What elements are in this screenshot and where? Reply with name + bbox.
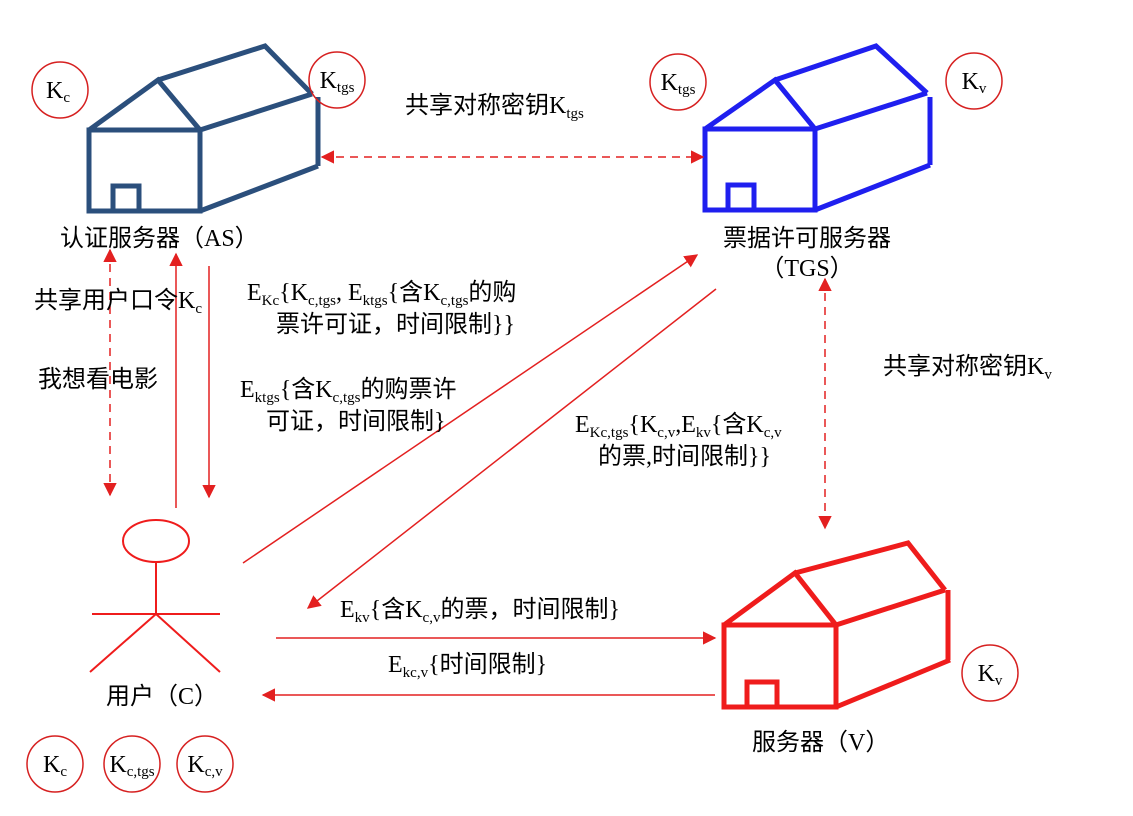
ticket-to-tgs-line2: 可证，时间限制} (266, 408, 446, 435)
tgs-label-line1: 票据许可服务器 (723, 225, 891, 252)
key-circle-server-kv (961, 644, 1019, 702)
user-figure-icon (89, 519, 221, 673)
as-tgs-shared-key-label: 共享对称密钥Ktgs (405, 92, 584, 122)
key-label-as-ktgs: Ktgs (320, 68, 355, 96)
tgs-reply-line1: EKc,tgs{Kc,v,Ekv{含Kc,v (575, 411, 782, 441)
user-to-tgs-arrow (242, 254, 699, 564)
key-label-tgs-ktgs: Ktgs (661, 70, 696, 98)
key-label-user-kctgs: Kc,tgs (109, 752, 154, 780)
key-circle-user-kc (26, 735, 84, 793)
ticket-to-server-label: Ekv{含Kc,v的票，时间限制} (340, 596, 620, 626)
user-as-shared-password-label: 共享用户口令Kc (34, 287, 202, 317)
server-house-icon (721, 540, 951, 710)
key-label-user-kcv: Kc,v (187, 752, 223, 780)
tgs-server-shared-key-label: 共享对称密钥Kv (883, 353, 1052, 383)
key-labels: Kc Ktgs Ktgs Kv Kv Kc Kc,tgs Kc,v (43, 68, 1003, 780)
key-circle-as-kc (31, 61, 89, 119)
as-house-icon (86, 43, 321, 214)
key-circle-as-ktgs (308, 51, 366, 109)
key-circle-tgs-ktgs (649, 53, 707, 111)
key-circle-user-kcv (176, 735, 234, 793)
tgs-reply-line2: 的票,时间限制}} (598, 443, 771, 470)
arrows (103, 150, 832, 702)
tgs-to-user-arrow (306, 288, 717, 609)
ticket-to-tgs-line1: Ektgs{含Kc,tgs的购票许 (240, 376, 456, 406)
key-circles (26, 51, 1019, 793)
key-label-as-kc: Kc (46, 78, 70, 106)
key-label-user-kc: Kc (43, 752, 67, 780)
as-reply-line1: EKc{Kc,tgs, Ektgs{含Kc,tgs的购 (247, 279, 516, 309)
key-circle-user-kctgs (103, 735, 161, 793)
key-circle-tgs-kv (945, 52, 1003, 110)
tgs-house-icon (702, 43, 933, 213)
tgs-label-line2: （TGS） (760, 256, 853, 282)
as-reply-line2: 票许可证，时间限制}} (276, 311, 515, 338)
want-movie-label: 我想看电影 (38, 366, 158, 393)
as-label: 认证服务器（AS） (60, 225, 259, 252)
key-label-server-kv: Kv (978, 661, 1003, 689)
user-label: 用户（C） (106, 683, 218, 710)
server-reply-label: Ekc,v{时间限制} (388, 651, 547, 681)
server-label: 服务器（V） (752, 729, 889, 756)
key-label-tgs-kv: Kv (962, 69, 987, 97)
